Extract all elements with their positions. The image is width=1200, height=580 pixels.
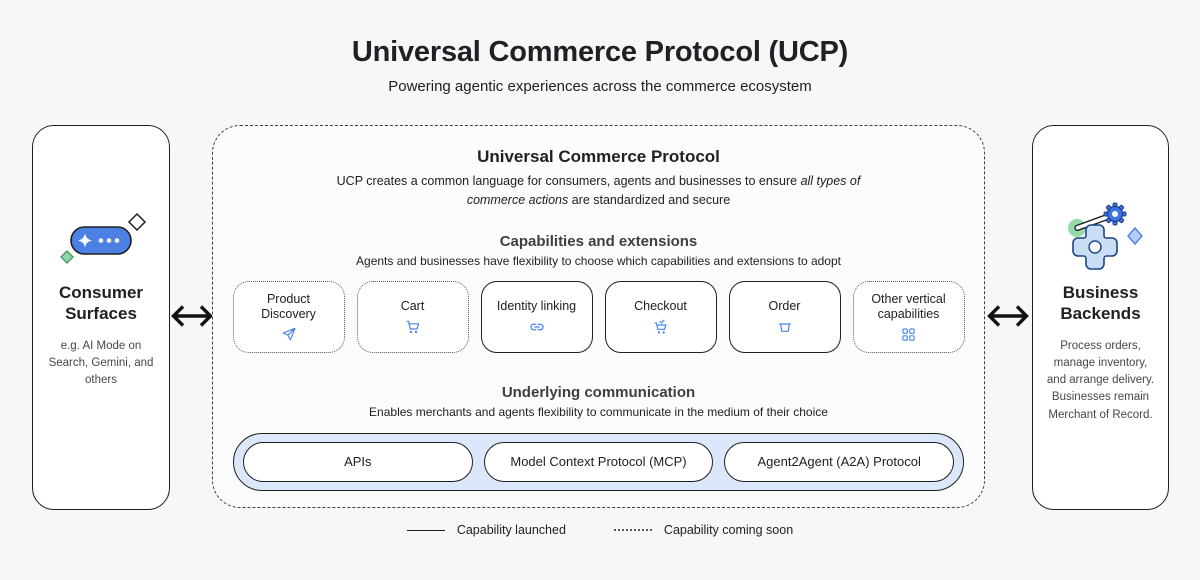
capability-card-identity-linking: Identity linking	[480, 280, 593, 353]
right-bidirectional-arrow-icon	[987, 305, 1029, 327]
cart-icon	[405, 320, 419, 333]
communication-container: APIs Model Context Protocol (MCP) Agent2…	[233, 432, 964, 491]
legend-launched-label: Capability launched	[456, 523, 566, 537]
capability-label: Identity linking	[496, 299, 577, 313]
grid-icon	[902, 327, 915, 341]
capabilities-heading: Capabilities and extensions	[499, 232, 698, 250]
capabilities-subheading: Agents and businesses have flexibility t…	[356, 253, 841, 268]
dotted-line-icon	[613, 529, 652, 531]
capability-card-product-discovery: Product Discovery	[232, 280, 345, 353]
capability-card-checkout: Checkout	[604, 280, 717, 353]
protocol-pill-mcp: Model Context Protocol (MCP)	[483, 441, 714, 482]
communication-subheading: Enables merchants and agents flexibility…	[369, 404, 828, 419]
link-icon	[529, 323, 544, 330]
business-backends-panel: Business Backends Process orders, manage…	[1032, 125, 1169, 510]
ucp-panel-description: UCP creates a common language for consum…	[336, 174, 861, 207]
chat-pill-sparkle-icon	[60, 212, 147, 264]
capability-card-order: Order	[728, 280, 841, 353]
solid-line-icon	[406, 529, 445, 531]
consumer-surfaces-panel: Consumer Surfaces e.g. AI Mode on Search…	[32, 125, 170, 510]
page-subtitle: Powering agentic experiences across the …	[388, 78, 812, 95]
capability-card-other-vertical: Other vertical capabilities	[852, 280, 965, 353]
large-gear	[1071, 224, 1118, 270]
capability-cards-row: Product Discovery Cart Identity linking …	[232, 280, 965, 353]
legend-item-coming-soon: Capability coming soon	[613, 523, 794, 537]
page-title: Universal Commerce Protocol (UCP)	[351, 36, 849, 68]
order-basket-icon	[778, 322, 791, 332]
capability-label: Cart	[400, 299, 425, 313]
legend-coming-soon-label: Capability coming soon	[663, 523, 794, 537]
communication-heading: Underlying communication	[501, 383, 696, 401]
legend: Capability launched Capability coming so…	[0, 523, 1200, 537]
consumer-surfaces-description: e.g. AI Mode on Search, Gemini, and othe…	[48, 339, 154, 387]
cart-checkout-icon	[653, 319, 667, 333]
gears-icon	[1067, 202, 1143, 270]
capability-label: Other vertical capabilities	[871, 291, 946, 321]
protocol-pill-apis: APIs	[243, 441, 473, 482]
ucp-panel: Universal Commerce Protocol UCP creates …	[212, 125, 985, 508]
capability-label: Order	[768, 299, 801, 313]
business-backends-title: Business Backends	[1060, 283, 1141, 324]
left-bidirectional-arrow-icon	[171, 305, 213, 327]
small-gear	[1103, 202, 1126, 226]
capability-card-cart: Cart	[356, 280, 469, 353]
protocol-pill-a2a: Agent2Agent (A2A) Protocol	[724, 441, 955, 482]
consumer-surfaces-title: Consumer Surfaces	[58, 283, 144, 324]
capability-label: Checkout	[634, 299, 687, 313]
business-backends-description: Process orders, manage inventory, and ar…	[1046, 339, 1155, 421]
legend-item-launched: Capability launched	[406, 523, 566, 537]
ucp-panel-title: Universal Commerce Protocol	[477, 147, 720, 166]
capability-label: Product Discovery	[261, 291, 316, 321]
send-icon	[282, 327, 296, 341]
